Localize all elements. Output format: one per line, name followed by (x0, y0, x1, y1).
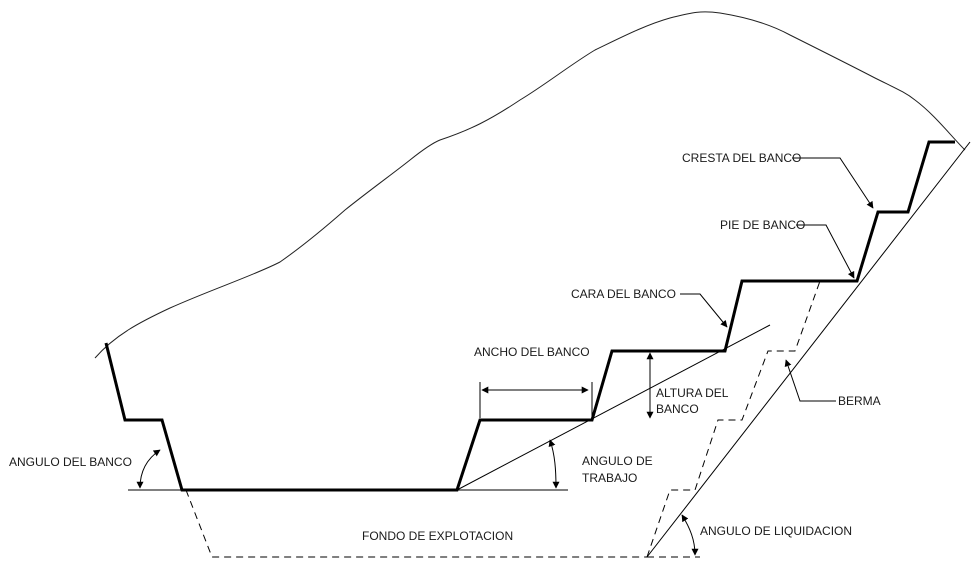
cara-del-banco-label: CARA DEL BANCO (571, 287, 676, 301)
ancho-del-banco-label: ANCHO DEL BANCO (474, 345, 590, 359)
angulo-de-trabajo-label-line2: TRABAJO (582, 471, 637, 485)
cresta-leader-line (792, 157, 874, 209)
terrain-surface-line (94, 11, 966, 359)
final-pit-dashed-line (185, 489, 647, 558)
bench-angle-arc (136, 449, 161, 489)
altura-del-banco-label-line1: ALTURA DEL (656, 386, 729, 400)
cara-leader-line (680, 293, 728, 328)
working-angle-arc (548, 439, 560, 489)
liquidation-angle-arc (681, 514, 699, 556)
pie-leader-line (796, 224, 855, 279)
angulo-de-liquidacion-label: ANGULO DE LIQUIDACION (700, 524, 852, 538)
berma-leader-line (784, 359, 836, 402)
pie-de-banco-label: PIE DE BANCO (720, 218, 805, 232)
altura-del-banco-label-line2: BANCO (656, 402, 699, 416)
liquidation-slope-line (646, 141, 971, 558)
fondo-de-explotacion-label: FONDO DE EXPLOTACION (362, 529, 513, 543)
working-slope-line (456, 324, 771, 491)
angulo-del-banco-label: ANGULO DEL BANCO (9, 455, 132, 469)
pit-profile-line (104, 140, 955, 492)
cresta-del-banco-label: CRESTA DEL BANCO (682, 151, 801, 165)
final-benches-dashed-line (646, 280, 857, 558)
angulo-de-trabajo-label-line1: ANGULO DE (582, 454, 653, 468)
berma-label: BERMA (838, 394, 881, 408)
